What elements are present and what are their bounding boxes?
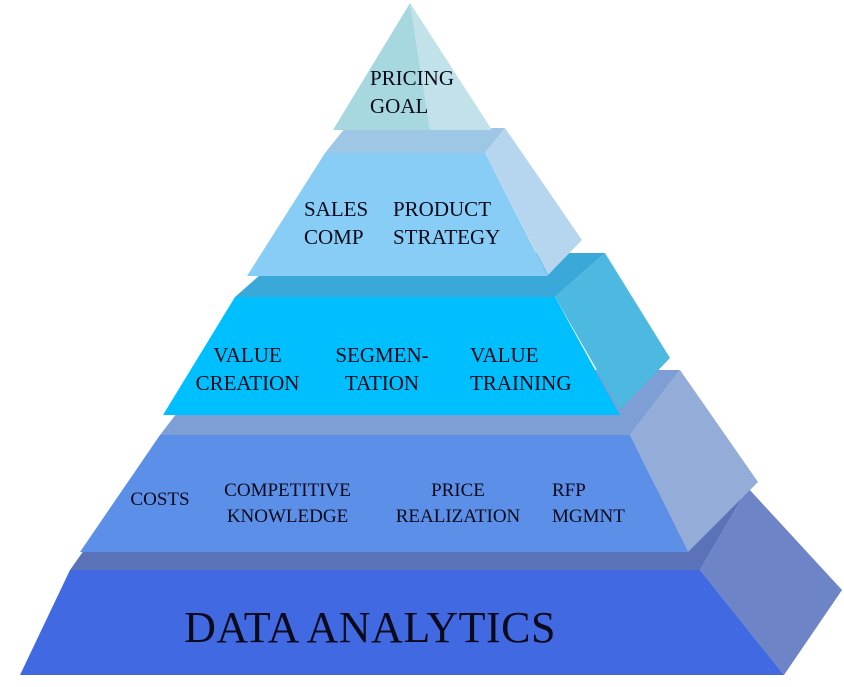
tier-2-label-price-realization: PRICE REALIZATION (395, 480, 521, 527)
tier-4-top (325, 128, 505, 153)
apex-side (410, 3, 492, 130)
tier-4-label-sales-comp: SALES COMP (304, 197, 369, 249)
tier-3-side (555, 253, 670, 410)
apex-label-pricing-goal: PRICING GOAL (370, 66, 455, 118)
tier-3-label-segmentation: SEGMEN- TATION (335, 343, 429, 395)
tier-3-label-value-creation: VALUE CREATION (195, 343, 300, 395)
tier-4-front (247, 153, 548, 276)
base-tier-front (20, 570, 784, 675)
tier-3-label-value-training: VALUE TRAINING (470, 343, 572, 395)
tier-2-label-rfp-mgmnt: RFP MGMNT (552, 480, 625, 527)
base-label-data-analytics: DATA ANALYTICS (184, 603, 556, 652)
apex-front (333, 3, 430, 130)
tier-2-label-costs: COSTS (130, 489, 190, 510)
tier-4-label-product-strategy: PRODUCT STRATEGY (393, 197, 501, 249)
base-tier-side (700, 488, 842, 675)
tier-2-label-competitive-knowledge: COMPETITIVE KNOWLEDGE (224, 480, 351, 527)
tier-3-front (163, 297, 620, 415)
tier-2-side (630, 370, 758, 552)
tier-2-front (80, 435, 688, 552)
tier-4-side (485, 128, 582, 275)
